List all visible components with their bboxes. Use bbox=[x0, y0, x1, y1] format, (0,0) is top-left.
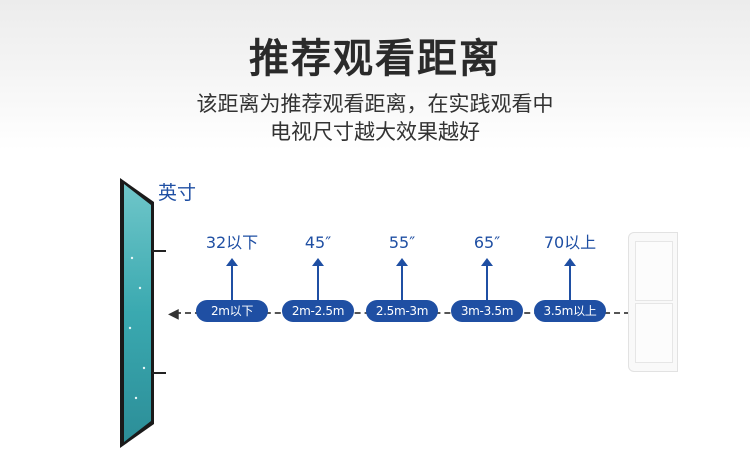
tv-illustration bbox=[118, 178, 156, 448]
subtitle-line-2: 电视尺寸越大效果越好 bbox=[270, 120, 480, 144]
size-label: 45″ bbox=[304, 233, 332, 252]
recommendation-45: 45″ 2m-2.5m bbox=[278, 232, 358, 322]
recommendation-65: 65″ 3m-3.5m bbox=[447, 232, 527, 322]
recommendation-32: 32以下 2m以下 bbox=[192, 232, 272, 322]
distance-badge: 2m以下 bbox=[196, 300, 268, 322]
size-label: 65″ bbox=[473, 233, 501, 252]
up-arrow-shaft bbox=[401, 262, 403, 300]
recommendation-70: 70以上 3.5m以上 bbox=[530, 232, 610, 322]
subtitle-line-1: 该距离为推荐观看距离，在实践观看中 bbox=[196, 92, 554, 116]
distance-badge: 3.5m以上 bbox=[534, 300, 606, 322]
up-arrow-shaft bbox=[486, 262, 488, 300]
distance-badge: 3m-3.5m bbox=[451, 300, 523, 322]
sofa-cushion-lower bbox=[635, 303, 673, 363]
header-background bbox=[0, 0, 750, 150]
up-arrow-shaft bbox=[317, 262, 319, 300]
up-arrow-shaft bbox=[569, 262, 571, 300]
sofa-cushion-upper bbox=[635, 241, 673, 301]
wall-bracket-upper bbox=[152, 250, 166, 252]
distance-badge: 2.5m-3m bbox=[366, 300, 438, 322]
wall-bracket-lower bbox=[152, 372, 166, 374]
distance-badge: 2m-2.5m bbox=[282, 300, 354, 322]
page-title: 推荐观看距离 bbox=[249, 36, 501, 82]
page-subtitle: 该距离为推荐观看距离，在实践观看中 电视尺寸越大效果越好 bbox=[0, 90, 750, 146]
size-label: 70以上 bbox=[543, 233, 597, 252]
unit-label: 英寸 bbox=[158, 182, 197, 204]
sofa-illustration bbox=[628, 232, 678, 372]
up-arrow-shaft bbox=[231, 262, 233, 300]
tv-screen-icon bbox=[120, 178, 154, 448]
size-label: 55″ bbox=[388, 233, 416, 252]
recommendation-55: 55″ 2.5m-3m bbox=[362, 232, 442, 322]
size-label: 32以下 bbox=[205, 233, 259, 252]
left-arrow-icon: ◀ bbox=[168, 306, 179, 322]
